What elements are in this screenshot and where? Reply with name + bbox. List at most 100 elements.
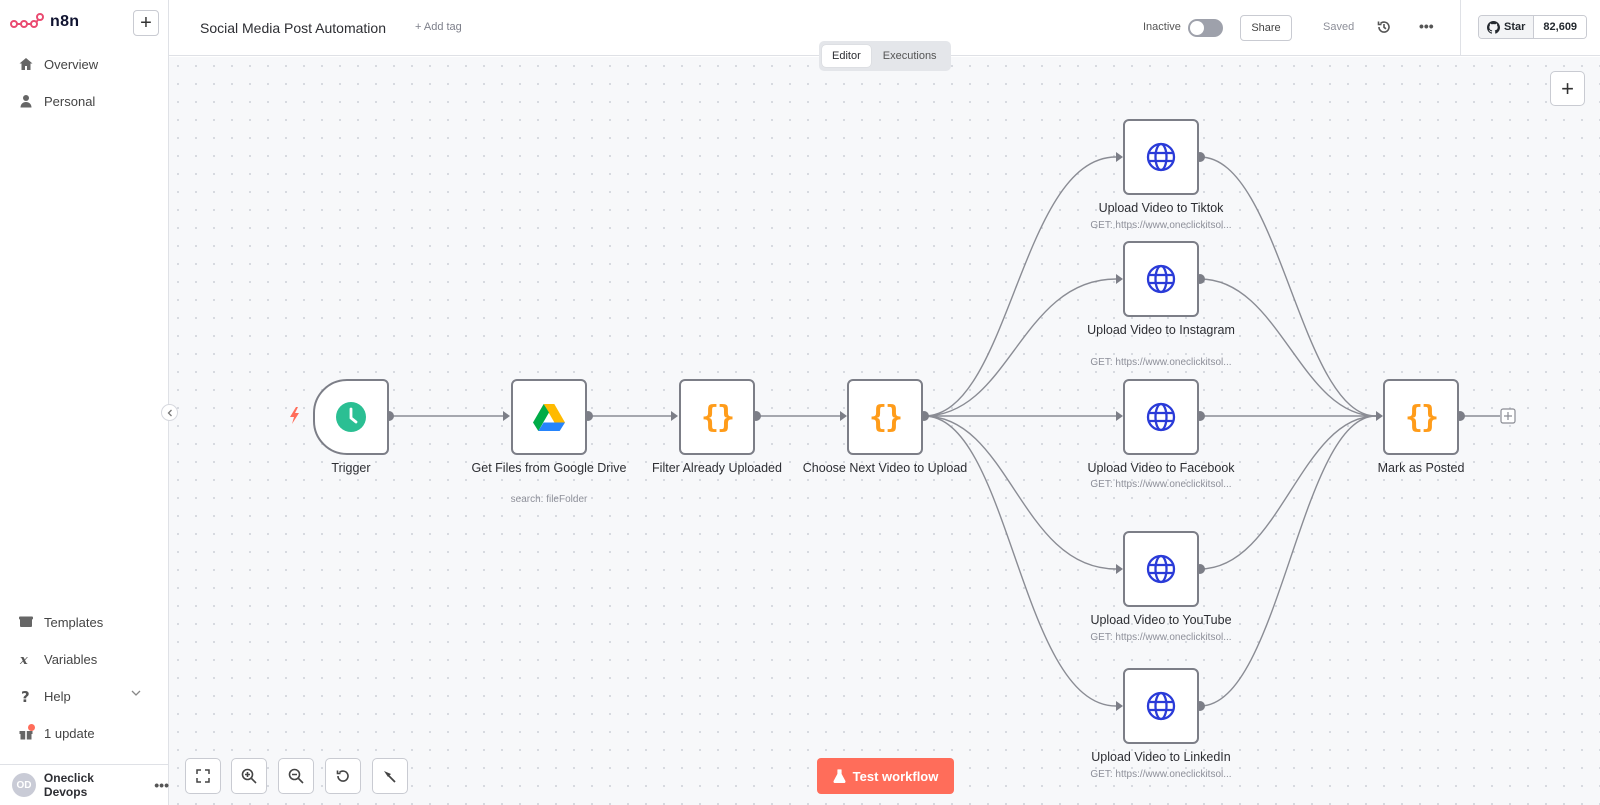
share-button[interactable]: Share: [1240, 15, 1292, 41]
node-upload-facebook[interactable]: [1123, 379, 1199, 455]
fit-view-icon: [196, 769, 210, 783]
node-google-drive[interactable]: [511, 379, 587, 455]
sidebar-item-label: Overview: [44, 56, 99, 72]
github-star[interactable]: Star: [1479, 16, 1535, 38]
reset-zoom-button[interactable]: [325, 758, 361, 794]
node-upload-tiktok[interactable]: [1123, 119, 1199, 195]
chevron-down-icon[interactable]: [131, 689, 141, 697]
svg-text:?: ?: [21, 688, 30, 704]
user-icon: [20, 95, 32, 108]
connection-youtube-posted: [1199, 415, 1377, 570]
mode-tabs: Editor Executions: [819, 41, 951, 71]
node-label: Choose Next Video to Upload: [802, 461, 968, 475]
globe-icon: [1146, 264, 1176, 294]
node-upload-linkedin[interactable]: [1123, 668, 1199, 744]
node-trigger[interactable]: [313, 379, 389, 455]
google-drive-icon: [533, 404, 565, 431]
sidebar-item-overview[interactable]: Overview: [18, 54, 98, 74]
input-handle: [1116, 152, 1123, 162]
flask-icon: [833, 769, 846, 783]
connection-linkedin-posted: [1199, 415, 1377, 707]
code-icon: {}: [868, 399, 903, 435]
question-icon: ?: [21, 688, 30, 704]
more-icon[interactable]: •••: [154, 777, 169, 793]
collapse-sidebar-button[interactable]: [161, 404, 178, 421]
update-badge: [28, 724, 35, 731]
plus-icon: +: [1561, 75, 1574, 101]
zoom-in-button[interactable]: [231, 758, 267, 794]
github-star-button[interactable]: Star 82,609: [1478, 15, 1588, 39]
sidebar-item-personal[interactable]: Personal: [18, 91, 95, 111]
globe-icon: [1146, 554, 1176, 584]
add-node-button[interactable]: +: [1550, 71, 1585, 106]
zoom-out-icon: [288, 768, 304, 784]
chevron-left-icon: [167, 409, 172, 416]
user-menu[interactable]: OD Oneclick Devops •••: [0, 764, 169, 805]
node-choose-next-video[interactable]: {}: [847, 379, 923, 455]
node-filter-already-uploaded[interactable]: {}: [679, 379, 755, 455]
sidebar-item-label: Templates: [44, 614, 104, 630]
workflow-title[interactable]: Social Media Post Automation: [200, 20, 386, 36]
test-workflow-button[interactable]: Test workflow: [817, 758, 954, 794]
avatar: OD: [12, 773, 36, 797]
app-name: n8n: [50, 13, 80, 30]
svg-text:x: x: [19, 653, 28, 667]
tab-editor[interactable]: Editor: [822, 45, 871, 67]
node-subtitle: GET: https://www.oneclickitsol...: [1090, 769, 1232, 780]
node-upload-youtube[interactable]: [1123, 531, 1199, 607]
input-handle: [1116, 701, 1123, 711]
divider: [1460, 0, 1461, 56]
node-label: Mark as Posted: [1377, 461, 1465, 475]
tab-executions[interactable]: Executions: [882, 50, 937, 62]
workflow-canvas[interactable]: [169, 57, 1600, 805]
node-label: Upload Video to LinkedIn: [1091, 750, 1231, 764]
github-star-count[interactable]: 82,609: [1534, 16, 1587, 38]
more-options-icon[interactable]: •••: [1419, 18, 1434, 34]
sidebar-item-templates[interactable]: Templates: [18, 612, 103, 632]
sidebar-item-label: Personal: [44, 93, 96, 109]
variable-icon: x: [19, 653, 28, 667]
plus-icon: +: [140, 11, 152, 34]
connection-choose-linkedin: [923, 415, 1117, 707]
github-icon: [1487, 20, 1500, 34]
gift-icon: [19, 731, 33, 740]
connection-choose-youtube: [923, 415, 1117, 570]
saved-status: Saved: [1323, 21, 1355, 33]
connection-instagram-posted: [1199, 278, 1377, 417]
tidy-up-button[interactable]: [372, 758, 408, 794]
input-handle: [1116, 411, 1123, 421]
connection-tiktok-posted: [1199, 156, 1377, 417]
zoom-in-icon: [241, 768, 257, 784]
clock-icon: [336, 402, 366, 432]
fit-view-button[interactable]: [185, 758, 221, 794]
sidebar-item-label: Variables: [44, 651, 98, 667]
node-mark-as-posted[interactable]: {}: [1383, 379, 1459, 455]
active-toggle[interactable]: [1188, 19, 1223, 37]
node-subtitle: GET: https://www.oneclickitsol...: [1090, 632, 1232, 643]
box-icon: [19, 616, 33, 627]
node-subtitle: search: fileFolder: [510, 494, 588, 505]
workflow-header: Social Media Post Automation + Add tag I…: [169, 0, 1600, 56]
node-label: Filter Already Uploaded: [652, 461, 782, 475]
code-icon: {}: [700, 399, 735, 435]
input-handle: [671, 411, 678, 421]
new-button[interactable]: +: [133, 10, 159, 36]
globe-icon: [1146, 691, 1176, 721]
node-subtitle: GET: https://www.oneclickitsol...: [1090, 220, 1232, 231]
sidebar-item-variables[interactable]: x Variables: [18, 649, 97, 669]
zoom-out-button[interactable]: [278, 758, 314, 794]
history-icon[interactable]: [1376, 19, 1392, 35]
trigger-bolt-icon: [290, 407, 299, 424]
active-status-label: Inactive: [1143, 21, 1181, 33]
n8n-logo[interactable]: n8n: [10, 12, 79, 32]
sidebar-item-help[interactable]: ? Help: [18, 686, 71, 706]
code-icon: {}: [1404, 399, 1439, 435]
node-upload-instagram[interactable]: [1123, 241, 1199, 317]
sidebar-item-updates[interactable]: 1 update: [18, 723, 95, 743]
sidebar-item-label: 1 update: [44, 725, 95, 741]
test-workflow-label: Test workflow: [852, 768, 939, 784]
add-tag-link[interactable]: + Add tag: [415, 21, 462, 33]
node-label: Upload Video to Instagram: [1087, 323, 1235, 337]
node-label: Upload Video to Facebook: [1087, 461, 1235, 475]
